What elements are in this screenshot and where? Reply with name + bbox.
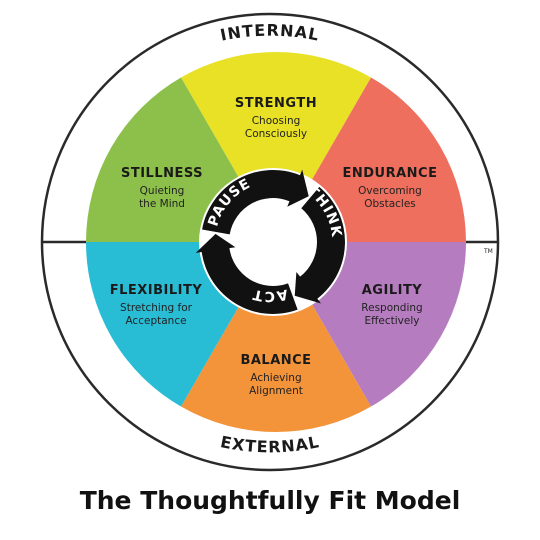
balance-subtitle-1: Achieving (250, 372, 301, 384)
page-title: The Thoughtfully Fit Model (79, 486, 461, 515)
segment-endurance (307, 77, 466, 242)
endurance-subtitle-1: Overcoming (358, 185, 422, 197)
trademark-mark: TM (483, 248, 493, 255)
stillness-subtitle-1: Quieting (140, 185, 185, 197)
agility-subtitle-1: Responding (361, 302, 422, 314)
stillness-subtitle-2: the Mind (139, 198, 185, 210)
segment-flexibility (86, 242, 245, 407)
endurance-subtitle-2: Obstacles (364, 198, 416, 210)
balance-subtitle-2: Alignment (249, 385, 303, 397)
segment-stillness (86, 77, 245, 242)
strength-subtitle-2: Consciously (245, 128, 307, 140)
segment-balance (181, 295, 371, 432)
agility-subtitle-2: Effectively (365, 315, 420, 327)
strength-subtitle-1: Choosing (252, 115, 301, 127)
act-arrow-icon (195, 233, 298, 314)
flexibility-subtitle-1: Stretching for (120, 302, 193, 314)
think-arrow-icon (294, 186, 346, 304)
balance-title: BALANCE (240, 353, 311, 368)
agility-title: AGILITY (362, 283, 423, 298)
stillness-title: STILLNESS (121, 166, 203, 181)
flexibility-title: FLEXIBILITY (110, 283, 203, 298)
thoughtfully-fit-wheel: INTERNAL EXTERNAL TM STRENGTH Choosing C… (40, 12, 500, 472)
endurance-title: ENDURANCE (343, 166, 438, 181)
segment-strength (181, 51, 371, 189)
pause-arrow-icon (202, 169, 309, 235)
flexibility-subtitle-2: Acceptance (125, 315, 186, 327)
act-label: ACT (251, 286, 289, 304)
segment-agility (307, 242, 466, 407)
strength-title: STRENGTH (235, 96, 317, 111)
